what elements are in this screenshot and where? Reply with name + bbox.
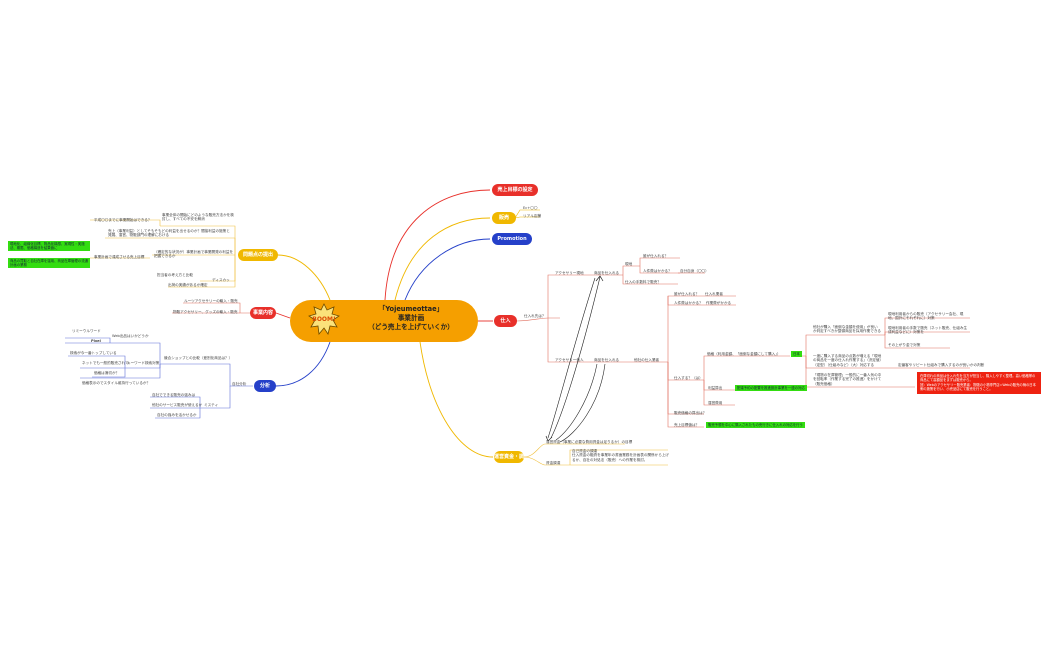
purchase-rule1[interactable]: 他社が購入「面倒な金額を使用」が良いか判定すべきか整頓商品を採用作業できる <box>813 325 881 334</box>
purchase-price-tag[interactable]: 日本 <box>791 351 802 358</box>
analysis-competitor[interactable]: 競合ショップとの比較（差別化商品は？） <box>164 356 233 360</box>
connector-business <box>275 312 291 319</box>
problem-green2[interactable]: 商品の買取と自社在庫を運用、商品在庫管理の流通計画の業務 <box>8 258 90 269</box>
problem-p4[interactable]: 担当者の考え方と比較 <box>157 273 193 277</box>
analysis-sale-q[interactable]: 価格表示のでスタイル維持行っているか？ <box>82 381 151 385</box>
analysis-s2[interactable]: 他社のサービス販売が使えるか <box>152 403 203 407</box>
purchase-check2-green[interactable]: 販売予想を中心に購入されたもの売行きに仕入れの対応を行う <box>706 422 805 429</box>
purchase-acc-local[interactable]: アクセサリー現地 <box>555 271 584 275</box>
purchase-how[interactable]: 仕入れ先は？ <box>524 314 546 318</box>
funding-item1[interactable]: 運営資金（事業に必要な費用資金は足りるか）の目標 <box>546 440 633 444</box>
analysis-pixel[interactable]: Pixel <box>91 339 101 343</box>
purchase-cost3-green[interactable]: 配達予約の配置を推進設計事業を一連の対応 <box>735 385 807 392</box>
problem-p5[interactable]: 出荷の実績があるか確定 <box>168 283 208 287</box>
topic-sales[interactable]: 販売 <box>492 212 516 224</box>
purchase-check2[interactable]: 売上目標値は？ <box>674 423 700 427</box>
analysis-self[interactable]: 自社分析 <box>232 382 247 386</box>
topic-purchase[interactable]: 仕入 <box>494 315 517 327</box>
problem-p1a[interactable]: 平成〇〇までに事業開始はできる？ <box>94 218 152 222</box>
connector-sales <box>394 217 491 301</box>
analysis-keyword[interactable]: キーワード検索対策 <box>127 361 160 365</box>
purchase-rule3[interactable]: 「現物の在庫管理」一般的に一番人気の中を回転率（作業する完了の推進）をかけて（販… <box>813 373 882 386</box>
business-b1[interactable]: ルーツアクセサリーの輸入・販売 <box>184 299 238 303</box>
purchase-rule2[interactable]: 一度に購入する商品の点数が増える「現地の商品を一度の仕入れ作業する」（決定値）（… <box>813 354 882 367</box>
problem-p1[interactable]: 事業全体の開始にどのような販売方法かを検討し、すべての不安を解消 <box>162 213 234 222</box>
analysis-seo[interactable]: 検索が今一番トップしている <box>70 351 117 355</box>
funding-label2[interactable]: 資金調達 <box>546 461 561 465</box>
connector-sales-target <box>384 189 491 301</box>
analysis-web-site[interactable]: Web出品はいかどうか <box>112 334 149 338</box>
purchase-who2-answer[interactable]: 仕入れ業者 <box>705 292 723 296</box>
purchase-acc-other[interactable]: アクセサリー他人 <box>555 358 584 362</box>
connector-problem <box>277 254 331 301</box>
analysis-s1[interactable]: 自社でできる販売の強みは <box>152 393 196 397</box>
boom-icon: BOOM! <box>308 303 340 335</box>
connector-funding <box>419 341 494 458</box>
funding-item2[interactable]: 自己資金の調達 仕入資金の融資を事業年の書面業務を計画表の関係から上げるか、自社… <box>572 449 670 462</box>
purchase-cost4[interactable]: 運営費用 <box>708 401 723 405</box>
purchase-local[interactable]: 現地 <box>625 262 633 266</box>
purchase-own-self[interactable]: 自分自身（〇〇） <box>680 269 709 273</box>
purchase-other-merch[interactable]: 他社の仕入業者 <box>634 358 660 362</box>
svg-text:BOOM!: BOOM! <box>312 316 335 323</box>
purchase-cost1[interactable]: 人件費はかかる？ <box>643 269 672 273</box>
topic-promotion[interactable]: Promotion <box>492 233 532 245</box>
purchase-cost2-answer[interactable]: 作業費がかかる <box>706 301 732 305</box>
analysis-strength[interactable]: ミスティ <box>204 403 219 407</box>
analysis-sns[interactable]: ネットでも一般的販売されて <box>82 361 129 365</box>
problem-green1[interactable]: 現地化、組織化目標、物品化構想、実現性・実施法、期限、価格構造を結果値に <box>8 241 90 252</box>
purchase-fee[interactable]: 仕入の手数料で販売？ <box>625 280 661 284</box>
purchase-who1[interactable]: 誰が仕入れる？ <box>643 254 669 258</box>
purchase-redbox[interactable]: 在庫切れの商品は仕入れ先を当方が担当し、購入しやすく整理。高い価格帯の商品にて高… <box>917 372 1041 394</box>
problem-p3a[interactable]: 事業計画で達成させる売上目標 <box>94 255 145 259</box>
topic-problem[interactable]: 問題点の提出 <box>238 249 278 261</box>
central-topic[interactable]: BOOM! 「Yojeumeottae」 事業計画 （どう売上を上げていくか） <box>290 300 478 342</box>
topic-business[interactable]: 事業内容 <box>250 307 276 319</box>
purchase-check1[interactable]: 販売価格の算出は？ <box>674 411 707 415</box>
purchase-cost2[interactable]: 人件費はかかる？ <box>674 301 703 305</box>
purchase-buy-up[interactable]: 仕入する？（は） <box>674 376 703 380</box>
analysis-s3[interactable]: 自社の強みを活かせるか <box>157 413 197 417</box>
purchase-opt1[interactable]: 現地利用者からの販売（アクセサリー会社、現地、国外にそれぞれに）対策 <box>888 312 964 321</box>
topic-analysis[interactable]: 分析 <box>254 380 276 392</box>
central-title: 「Yojeumeottae」 事業計画 （どう売上を上げていくか） <box>368 305 454 331</box>
analysis-price-q[interactable]: 価格は適切か？ <box>94 371 120 375</box>
purchase-where2[interactable]: 商品を仕入れる <box>594 358 620 362</box>
sales-store[interactable]: リアル店舗 <box>523 214 541 218</box>
purchase-opt2[interactable]: 現地利用者の手数で販売（ネット販売、仕組み生成利益などに）対策を <box>888 326 968 335</box>
problem-p2[interactable]: 売上（事業利益）としてそもそもどの利益を出せるのか？間接利益の施策と発展、運営、… <box>108 229 230 238</box>
purchase-where1[interactable]: 商品を仕入れる <box>594 271 620 275</box>
topic-funding[interactable]: 運営資金・調達 <box>494 451 524 472</box>
connector-analysis <box>275 341 331 387</box>
business-b2[interactable]: 物販アクセサリー、グッズの輸入・販売 <box>173 310 238 314</box>
sales-ec[interactable]: Ec+〇〇 <box>523 206 538 210</box>
connector-promotion <box>404 238 491 301</box>
purchase-price-label[interactable]: 価格（利用金額、「面倒な金額にして購入」） <box>707 352 781 356</box>
problem-p3[interactable]: （確定的な状況が）事業計画で事業開発の利益を把握できるか <box>154 250 234 259</box>
topic-sales-target[interactable]: 売上目標の設定 <box>492 184 538 196</box>
purchase-note1[interactable]: 定番客やリピート仕組みで購入するのが良いかの判断 <box>898 363 985 367</box>
boom-badge: BOOM! <box>308 303 340 339</box>
purchase-cost3[interactable]: 利益算出 <box>708 386 723 390</box>
analysis-kw[interactable]: リミーウルワード <box>72 329 101 333</box>
problem-p4b[interactable]: ディスカッ <box>212 278 230 282</box>
purchase-who2[interactable]: 誰が仕入れる？ <box>674 292 700 296</box>
purchase-opt3[interactable]: その上がり金で対策 <box>888 343 921 347</box>
